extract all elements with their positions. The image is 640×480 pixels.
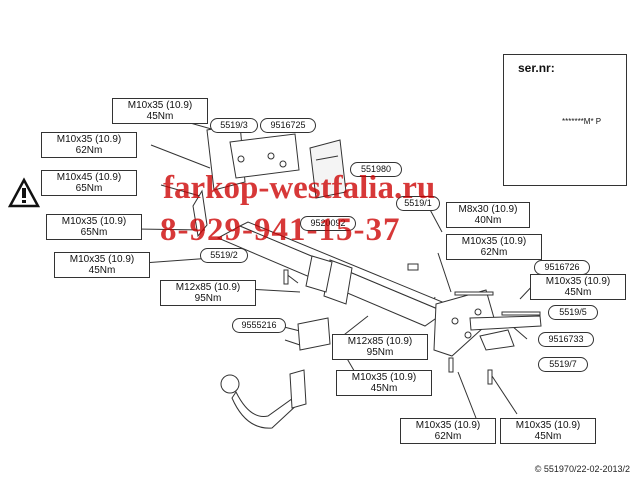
torque-value: 45Nm [370, 383, 398, 394]
torque-spec: M8x30 (10.9) [458, 204, 518, 215]
torque-label: M8x30 (10.9) 40Nm [446, 202, 530, 228]
torque-value: 95Nm [366, 347, 394, 358]
torque-label: M12x85 (10.9) 95Nm [160, 280, 256, 306]
torque-spec: M10x35 (10.9) [69, 254, 135, 265]
torque-spec: M10x35 (10.9) [56, 134, 122, 145]
torque-label: M10x35 (10.9) 45Nm [500, 418, 596, 444]
right-mounting-bracket [433, 289, 542, 357]
torque-label: M12x85 (10.9) 95Nm [332, 334, 428, 360]
torque-value: 62Nm [75, 145, 103, 156]
torque-label: M10x35 (10.9) 45Nm [112, 98, 208, 124]
serial-title: ser.nr: [518, 61, 555, 75]
serial-number-box: ser.nr: [503, 54, 627, 186]
torque-value: 65Nm [75, 183, 103, 194]
part-number-badge: 9555216 [232, 318, 286, 333]
part-number-badge: 5519/2 [200, 248, 248, 263]
torque-spec: M10x35 (10.9) [515, 420, 581, 431]
serial-plate-text: *******M* P [562, 117, 602, 126]
torque-label: M10x35 (10.9) 62Nm [400, 418, 496, 444]
ball-coupling [220, 317, 331, 429]
torque-value: 45Nm [146, 111, 174, 122]
torque-label: M10x35 (10.9) 62Nm [41, 132, 137, 158]
torque-spec: M10x35 (10.9) [61, 216, 127, 227]
torque-value: 40Nm [474, 215, 502, 226]
torque-spec: M10x35 (10.9) [351, 372, 417, 383]
part-number-badge: 5519/7 [538, 357, 588, 372]
socket-plate [309, 139, 347, 199]
torque-spec: M12x85 (10.9) [347, 336, 413, 347]
part-number-badge: 9516733 [538, 332, 594, 347]
torque-spec: M10x35 (10.9) [415, 420, 481, 431]
torque-spec: M10x35 (10.9) [127, 100, 193, 111]
crossbar [216, 221, 453, 327]
torque-label: M10x35 (10.9) 45Nm [530, 274, 626, 300]
torque-value: 45Nm [534, 431, 562, 442]
part-number-badge: 9516725 [260, 118, 316, 133]
torque-spec: M12x85 (10.9) [175, 282, 241, 293]
torque-spec: M10x45 (10.9) [56, 172, 122, 183]
torque-value: 45Nm [88, 265, 116, 276]
part-number-badge: 5519/3 [210, 118, 258, 133]
torque-value: 95Nm [194, 293, 222, 304]
torque-spec: M10x35 (10.9) [461, 236, 527, 247]
copyright-text: © 551970/22-02-2013/2 [534, 464, 630, 474]
torque-label: M10x35 (10.9) 62Nm [446, 234, 542, 260]
torque-label: M10x45 (10.9) 65Nm [41, 170, 137, 196]
torque-label: M10x35 (10.9) 45Nm [54, 252, 150, 278]
part-number-badge: 9516726 [534, 260, 590, 275]
part-number-badge: 5519/1 [396, 196, 440, 211]
torque-spec: M10x35 (10.9) [545, 276, 611, 287]
torque-value: 62Nm [480, 247, 508, 258]
part-number-badge: 5519/5 [548, 305, 598, 320]
torque-value: 62Nm [434, 431, 462, 442]
part-number-badge: 9520092 [300, 216, 356, 231]
left-warning-icon [7, 177, 41, 208]
torque-value: 45Nm [564, 287, 592, 298]
torque-label: M10x35 (10.9) 45Nm [336, 370, 432, 396]
torque-value: 65Nm [80, 227, 108, 238]
left-mounting-bracket [192, 123, 300, 238]
part-number-badge: 551980 [350, 162, 402, 177]
torque-label: M10x35 (10.9) 65Nm [46, 214, 142, 240]
